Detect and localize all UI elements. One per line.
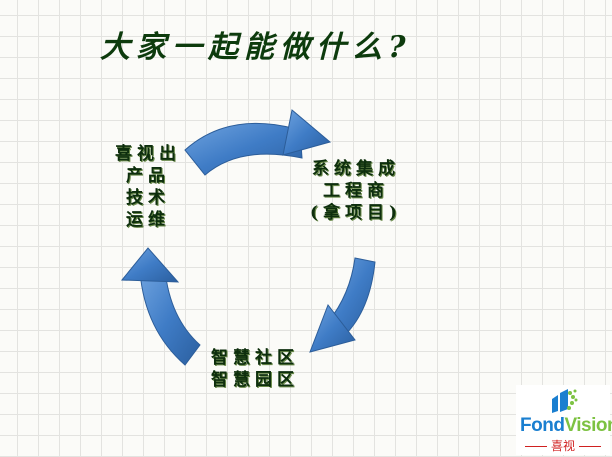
node-line: 智慧园区 bbox=[211, 370, 299, 390]
logo-chinese: 喜视 bbox=[516, 437, 610, 454]
node-line: 技术 bbox=[126, 188, 170, 208]
arrow-top bbox=[184, 109, 332, 176]
slide-title: 大家一起能做什么? bbox=[100, 30, 412, 65]
logo-name-fond: Fond bbox=[520, 415, 565, 436]
node-line: 系统集成 bbox=[312, 159, 400, 179]
node-line: 运维 bbox=[126, 210, 170, 230]
node-line: 产品 bbox=[126, 166, 170, 186]
arrow-right bbox=[309, 257, 376, 353]
node-line: 智慧社区 bbox=[211, 348, 299, 368]
logo-name-vision: Vision bbox=[564, 415, 612, 436]
arrow-left bbox=[120, 247, 201, 366]
fondvision-logo: FondVision 喜视 bbox=[516, 385, 612, 455]
node-line: 工程商 bbox=[323, 181, 389, 201]
node-line: 喜视出 bbox=[115, 144, 181, 164]
logo-mark-icon bbox=[552, 389, 578, 413]
node-line: (拿项目) bbox=[309, 203, 403, 223]
node-smart-community: 智慧社区 智慧园区 bbox=[200, 347, 310, 391]
logo-name: FondVision bbox=[520, 415, 612, 437]
node-system-integrator: 系统集成 工程商 (拿项目) bbox=[296, 158, 416, 224]
node-fondvision-products: 喜视出 产品 技术 运维 bbox=[108, 143, 188, 231]
